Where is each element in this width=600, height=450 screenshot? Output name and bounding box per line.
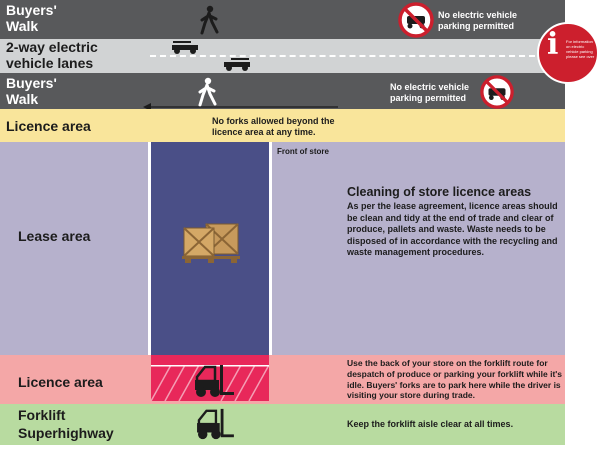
cleaning-text: As per the lease agreement, licence area…: [347, 201, 558, 257]
ev-lanes-label: 2-way electric vehicle lanes: [6, 39, 98, 71]
pallet-crates-icon: [182, 223, 240, 263]
electric-vehicle-icon: [172, 41, 198, 54]
licence-bottom-label: Licence area: [18, 374, 103, 390]
no-parking-icon: [480, 75, 514, 109]
forklift-label: Forklift Superhighway: [18, 407, 114, 441]
electric-vehicle-icon: [224, 58, 250, 71]
lease-label: Lease area: [18, 228, 91, 244]
no-parking-note-top: No electric vehicle parking permitted: [438, 10, 518, 31]
buyers-walk-bottom-band: [0, 73, 565, 109]
licence-top-label: Licence area: [6, 118, 91, 134]
buyers-walk-top-band: [0, 0, 565, 39]
buyers-walk-top-label: Buyers' Walk: [6, 2, 57, 34]
forklift-icon: [197, 408, 234, 440]
pedestrian-icon: [198, 77, 217, 107]
licence-top-band: [0, 109, 565, 142]
cleaning-heading: Cleaning of store licence areas: [347, 185, 532, 199]
licence-bottom-band: [0, 355, 565, 404]
lane-divider: [150, 55, 535, 57]
info-text: For information on electric vehicle park…: [566, 39, 595, 59]
pedestrian-icon: [200, 5, 219, 35]
info-letter: i: [547, 27, 559, 62]
front-of-store-label: Front of store: [277, 147, 329, 156]
info-badge: i For information on electric vehicle pa…: [537, 22, 599, 84]
buyers-walk-bottom-label: Buyers' Walk: [6, 75, 57, 107]
lease-band: [0, 142, 565, 355]
forklift-band: [0, 404, 565, 445]
licence-bottom-text: Use the back of your store on the forkli…: [347, 358, 563, 401]
forklift-text: Keep the forklift aisle clear at all tim…: [347, 419, 514, 429]
no-parking-note-bottom: No electric vehicle parking permitted: [390, 82, 470, 103]
licence-top-note: No forks allowed beyond the licence area…: [212, 116, 335, 137]
forklift-icon: [195, 365, 234, 397]
no-parking-icon: [398, 2, 434, 38]
